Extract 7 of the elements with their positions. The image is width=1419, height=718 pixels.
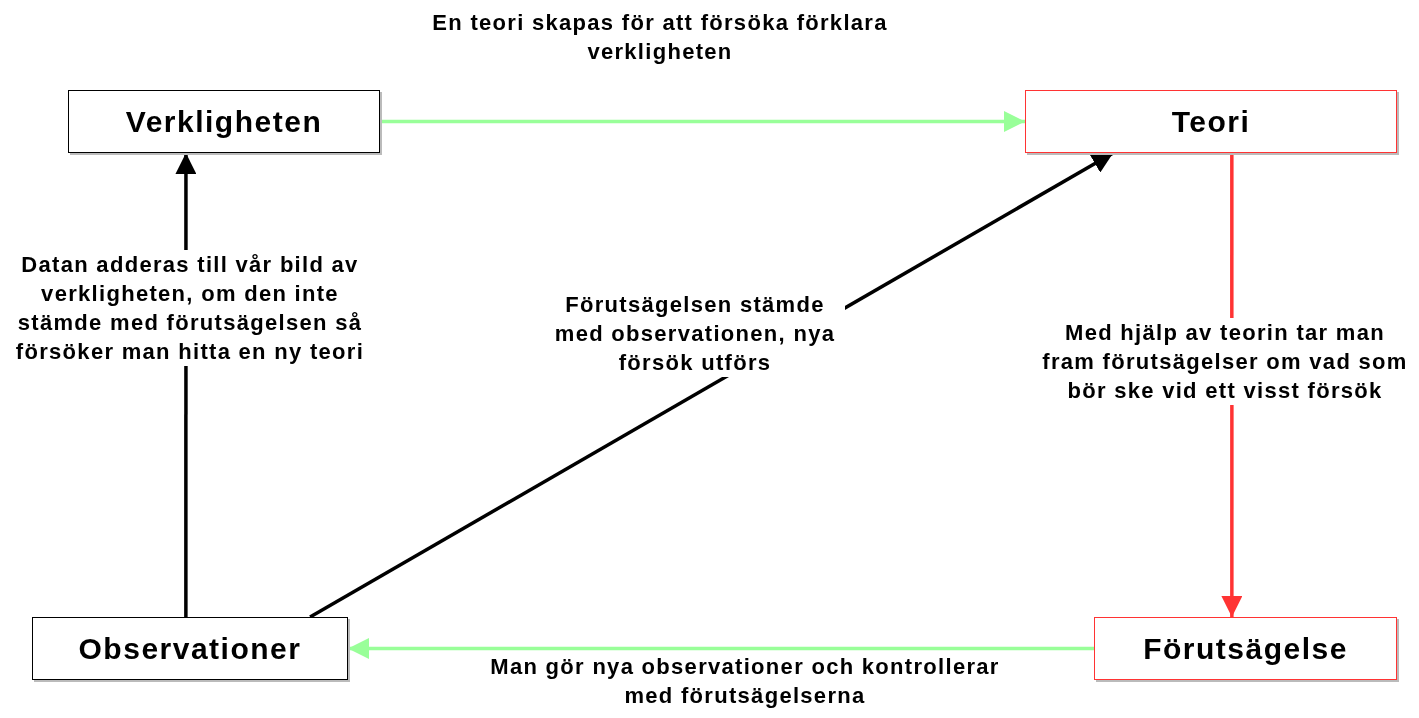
arrow (380, 111, 1025, 132)
edge-label: Datan adderas till vår bild av verkligheten, om den inte stämde med förutsägelsen så försöker man hitta en ny teori (15, 250, 365, 366)
process-box: Förutsägelse (1094, 617, 1397, 680)
arrow (348, 638, 1094, 659)
process-box: Verkligheten (68, 90, 380, 153)
process-box: Observationer (32, 617, 348, 680)
process-box: Teori (1025, 90, 1397, 153)
